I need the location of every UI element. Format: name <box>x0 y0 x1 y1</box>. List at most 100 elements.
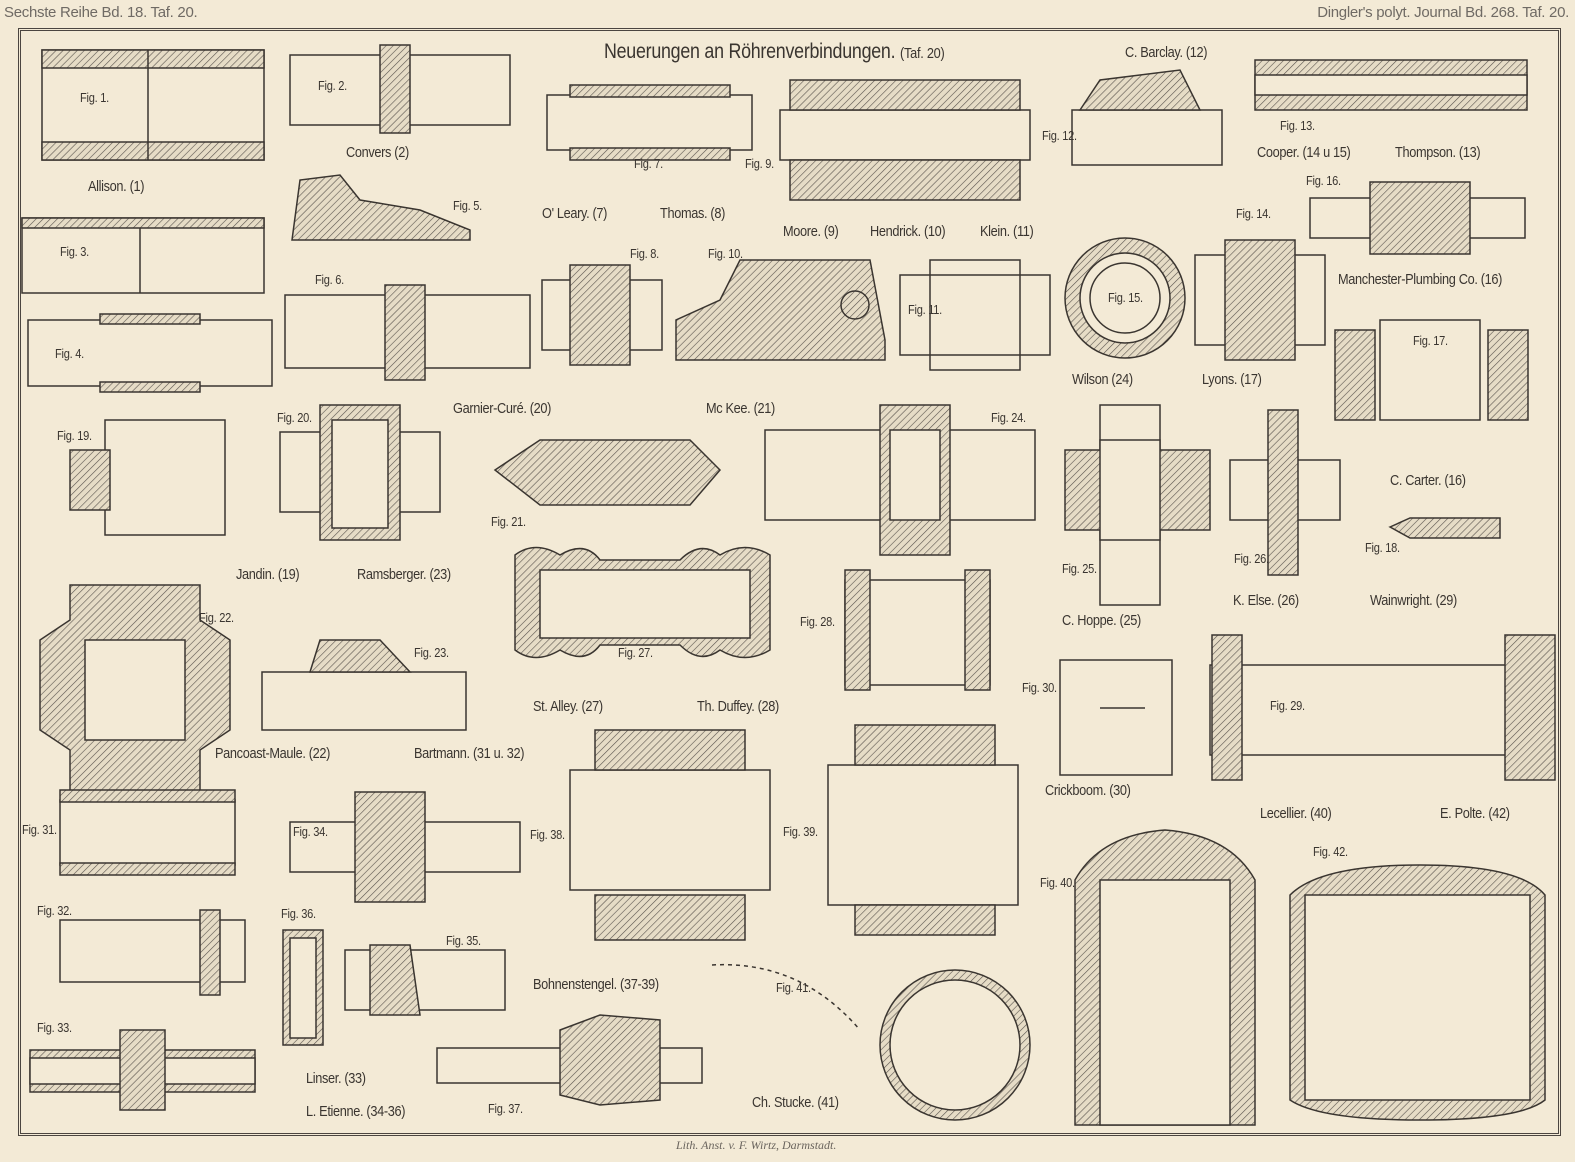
label-hendrick: Hendrick. (10) <box>870 223 946 240</box>
label-bohnenstengel: Bohnenstengel. (37-39) <box>533 976 659 993</box>
label-crickboom: Crickboom. (30) <box>1045 782 1131 799</box>
lithographer-credit: Lith. Anst. v. F. Wirtz, Darmstadt. <box>676 1138 837 1152</box>
fig-6-drawing <box>284 284 531 381</box>
fig-22-drawing <box>39 584 231 801</box>
label-polte: E. Polte. (42) <box>1440 805 1510 822</box>
fig-41-drawing <box>711 963 1031 1121</box>
fig-label: Fig. 11. <box>908 302 942 317</box>
fig-label: Fig. 5. <box>453 198 482 213</box>
fig-36-drawing <box>282 929 324 1046</box>
fig-38-drawing <box>569 729 771 941</box>
label-moore: Moore. (9) <box>783 223 839 240</box>
fig-label: Fig. 37. <box>488 1101 523 1116</box>
fig-label: Fig. 10. <box>708 246 743 261</box>
fig-label: Fig. 18. <box>1365 540 1400 555</box>
fig-17-drawing <box>1334 319 1529 421</box>
label-manchester: Manchester-Plumbing Co. (16) <box>1338 271 1503 288</box>
fig-label: Fig. 6. <box>315 272 344 287</box>
fig-label: Fig. 33. <box>37 1020 72 1035</box>
fig-12-drawing <box>1071 69 1223 166</box>
fig-30-drawing <box>1059 659 1173 776</box>
fig-label: Fig. 26. <box>1234 551 1269 566</box>
fig-label: Fig. 30. <box>1022 680 1057 695</box>
fig-23-drawing <box>261 639 467 731</box>
fig-37-drawing <box>436 1014 703 1106</box>
label-cooper: Cooper. (14 u 15) <box>1257 144 1351 161</box>
fig-26-drawing <box>1229 409 1341 576</box>
fig-4-drawing <box>27 313 273 393</box>
fig-label: Fig. 14. <box>1236 206 1271 221</box>
fig-19-drawing <box>69 419 226 536</box>
fig-label: Fig. 35. <box>446 933 481 948</box>
fig-3-drawing <box>21 217 265 294</box>
fig-8-drawing <box>541 264 663 366</box>
fig-label: Fig. 7. <box>634 156 663 171</box>
plate-border <box>18 28 1561 1136</box>
fig-label: Fig. 31. <box>22 822 57 837</box>
fig-2-drawing <box>289 44 511 134</box>
label-else: K. Else. (26) <box>1233 592 1299 609</box>
label-carter: C. Carter. (16) <box>1390 472 1466 489</box>
title-text: Neuerungen an Röhrenverbindungen. <box>604 40 896 63</box>
fig-7-drawing <box>546 84 753 161</box>
label-barclay: C. Barclay. (12) <box>1125 44 1208 61</box>
fig-20-drawing <box>279 404 441 541</box>
label-lyons: Lyons. (17) <box>1202 371 1262 388</box>
label-allison: Allison. (1) <box>88 178 145 195</box>
fig-35-drawing <box>344 944 506 1016</box>
fig-label: Fig. 25. <box>1062 561 1097 576</box>
fig-label: Fig. 27. <box>618 645 653 660</box>
fig-10-drawing <box>675 259 886 361</box>
fig-label: Fig. 19. <box>57 428 92 443</box>
fig-24-drawing <box>764 404 1036 556</box>
fig-label: Fig. 9. <box>745 156 774 171</box>
fig-1-drawing <box>41 49 265 161</box>
fig-42-drawing <box>1289 864 1546 1121</box>
fig-label: Fig. 24. <box>991 410 1026 425</box>
fig-31-drawing <box>59 789 236 876</box>
fig-14-drawing <box>1194 239 1326 361</box>
fig-label: Fig. 38. <box>530 827 565 842</box>
fig-label: Fig. 40. <box>1040 875 1075 890</box>
fig-label: Fig. 21. <box>491 514 526 529</box>
fig-33-drawing <box>29 1029 256 1111</box>
label-wilson: Wilson (24) <box>1072 371 1133 388</box>
fig-label: Fig. 12. <box>1042 128 1077 143</box>
fig-label: Fig. 20. <box>277 410 312 425</box>
title-ref: (Taf. 20) <box>900 45 945 62</box>
label-ramsberger: Ramsberger. (23) <box>357 566 451 583</box>
fig-18-drawing <box>1388 517 1501 539</box>
fig-13-drawing <box>1254 59 1528 111</box>
header-right: Dingler's polyt. Journal Bd. 268. Taf. 2… <box>1317 4 1569 21</box>
label-wainwright: Wainwright. (29) <box>1370 592 1457 609</box>
fig-label: Fig. 23. <box>414 645 449 660</box>
fig-5-drawing <box>291 174 471 241</box>
fig-label: Fig. 16. <box>1306 173 1341 188</box>
fig-label: Fig. 39. <box>783 824 818 839</box>
fig-28-drawing <box>844 569 991 691</box>
label-linser: Linser. (33) <box>306 1070 366 1087</box>
label-garnier-cure: Garnier-Curé. (20) <box>453 400 552 417</box>
label-lecellier: Lecellier. (40) <box>1260 805 1332 822</box>
fig-label: Fig. 34. <box>293 824 328 839</box>
fig-label: Fig. 42. <box>1313 844 1348 859</box>
fig-label: Fig. 8. <box>630 246 659 261</box>
fig-label: Fig. 13. <box>1280 118 1315 133</box>
header-left: Sechste Reihe Bd. 18. Taf. 20. <box>4 4 198 21</box>
fig-label: Fig. 17. <box>1413 333 1448 348</box>
plate-title: Neuerungen an Röhrenverbindungen. (Taf. … <box>604 40 945 64</box>
fig-15-drawing <box>1064 237 1186 359</box>
fig-label: Fig. 4. <box>55 346 84 361</box>
label-jandin: Jandin. (19) <box>236 566 300 583</box>
fig-label: Fig. 3. <box>60 244 89 259</box>
label-alley: St. Alley. (27) <box>533 698 603 715</box>
fig-29-drawing <box>1209 634 1556 781</box>
label-convers: Convers (2) <box>346 144 409 161</box>
label-stucke: Ch. Stucke. (41) <box>752 1094 839 1111</box>
label-hoppe: C. Hoppe. (25) <box>1062 612 1141 629</box>
fig-9-drawing <box>779 79 1031 201</box>
fig-label: Fig. 1. <box>80 90 109 105</box>
fig-label: Fig. 28. <box>800 614 835 629</box>
fig-21-drawing <box>493 439 722 506</box>
